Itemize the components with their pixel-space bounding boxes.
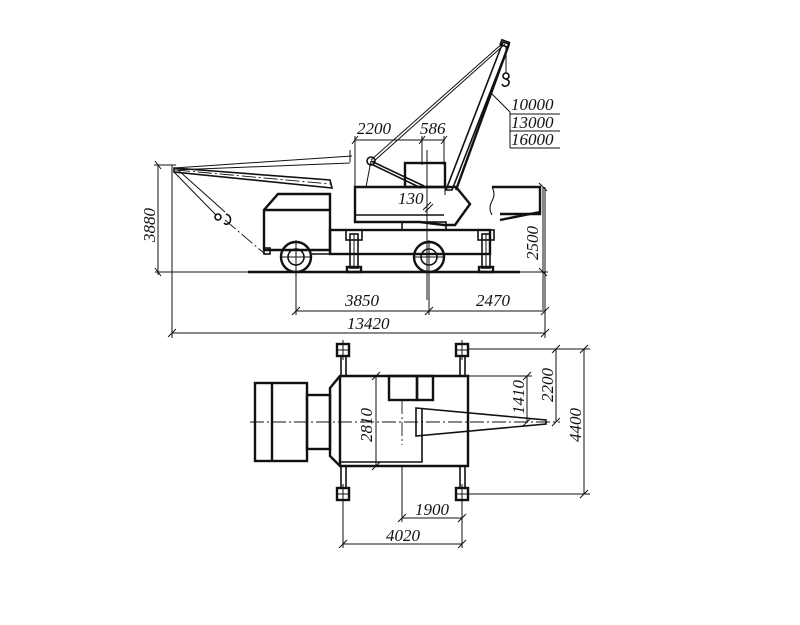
front-wheel — [279, 240, 313, 275]
jib-hook-block — [214, 213, 222, 221]
dim-1900-label: 1900 — [415, 500, 450, 519]
dim-2810: 2810 — [357, 371, 381, 471]
plan-body — [328, 374, 470, 468]
main-boom — [370, 38, 511, 191]
dim-1410: 1410 — [468, 371, 532, 427]
dim-2470: 2470 — [476, 291, 511, 310]
dim-2810-label: 2810 — [357, 408, 376, 443]
dim-3880-label: 3880 — [140, 208, 159, 244]
dim-586: 586 — [420, 119, 446, 138]
dim-4400-label: 4400 — [566, 408, 585, 443]
rear-platform — [489, 185, 542, 222]
chassis — [312, 228, 495, 256]
dim-1900: 1900 — [397, 466, 467, 548]
dim-2200-plan-label: 2200 — [538, 368, 557, 403]
boom-length-1: 10000 — [511, 95, 554, 114]
dim-130: 130 — [398, 189, 424, 208]
rear-wheel — [412, 240, 446, 275]
dim-4020: 4020 — [338, 500, 467, 549]
boom-length-callout: 10000 13000 16000 — [489, 91, 560, 149]
outrigger-rear-side — [477, 233, 495, 274]
plan-outrigger-fl — [335, 340, 351, 376]
plan-outrigger-rr — [454, 466, 470, 504]
dim-2200-586: 2200 586 — [351, 119, 448, 188]
dim-13420-label: 13420 — [347, 314, 390, 333]
dim-4020-label: 4020 — [386, 526, 421, 545]
dim-13420: 13420 — [167, 165, 550, 338]
plan-outrigger-rl — [335, 466, 351, 504]
boom-length-3: 16000 — [511, 130, 554, 149]
dim-2200-plan: 2200 — [468, 344, 590, 427]
dim-2500-label: 2500 — [523, 226, 542, 261]
superstructure — [353, 150, 472, 300]
boom-length-2: 13000 — [511, 113, 554, 132]
dim-3850-2470: 3850 2470 — [291, 275, 550, 316]
jib-hook-icon — [223, 213, 232, 226]
truck-cab — [262, 192, 332, 255]
boom-hook-icon — [501, 78, 510, 88]
plan-outrigger-fr — [454, 340, 470, 376]
dim-1410-label: 1410 — [509, 380, 528, 415]
stowed-jib — [173, 150, 353, 255]
side-view: 10000 13000 16000 2200 586 130 — [140, 38, 560, 338]
a-frame — [365, 156, 425, 189]
dim-4400: 4400 — [468, 344, 590, 499]
dim-2500: 2500 — [523, 182, 548, 310]
dim-2200-side: 2200 — [357, 119, 392, 138]
dim-3850: 3850 — [344, 291, 380, 310]
dim-3880: 3880 — [140, 160, 176, 277]
outrigger-front-side — [345, 233, 363, 274]
plan-boom — [415, 407, 547, 437]
plan-view: 2810 1410 2200 4400 — [250, 340, 590, 549]
